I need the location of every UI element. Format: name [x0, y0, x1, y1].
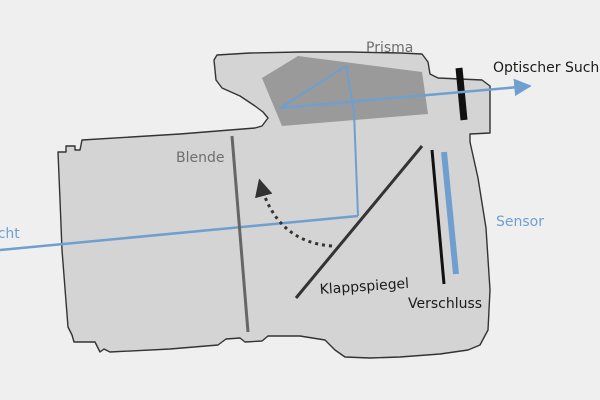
- label-sensor: Sensor: [496, 214, 544, 230]
- mirror-flip-arrow: [255, 178, 333, 248]
- label-verschluss: Verschluss: [408, 296, 482, 312]
- light-path-up: [353, 111, 359, 217]
- sensor-line: [441, 151, 459, 275]
- light-path-prism: [279, 64, 355, 113]
- label-optischer-sucher: Optischer Sucher: [493, 60, 600, 76]
- shutter-line: [430, 149, 446, 285]
- prism: [262, 56, 428, 126]
- label-blende: Blende: [176, 150, 224, 166]
- mirror-line: [294, 145, 424, 299]
- label-klappspiegel: Klappspiegel: [319, 276, 409, 298]
- label-licht: Licht: [0, 226, 20, 242]
- light-path-incoming: [0, 214, 359, 252]
- label-prisma: Prisma: [366, 40, 413, 56]
- camera-body: [57, 51, 491, 359]
- light-path-viewfinder: [279, 78, 532, 110]
- viewfinder-eyepiece: [455, 67, 468, 121]
- blende-line: [230, 135, 250, 333]
